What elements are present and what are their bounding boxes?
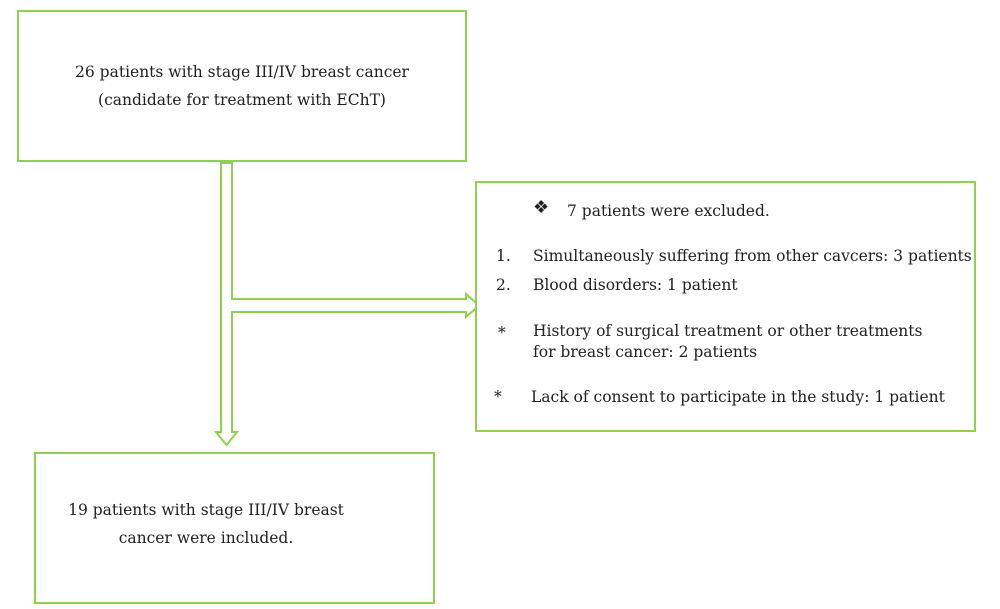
enrolled-patients-box: 26 patients with stage III/IV breast can… [17,10,467,162]
exclusion-marker-3: * [498,324,506,342]
included-patients-box: 19 patients with stage III/IV breast can… [34,452,435,604]
enrolled-line-2: (candidate for treatment with EChT) [98,91,386,109]
exclusion-marker-4: * [494,388,502,406]
right-arrow [231,291,481,320]
exclusion-item-3-line-1: History of surgical treatment or other t… [533,322,923,340]
exclusion-item-1: Simultaneously suffering from other cavc… [533,247,972,265]
included-line-2: cancer were included. [118,529,294,547]
included-line-1: 19 patients with stage III/IV breast [68,501,344,519]
excluded-heading: 7 patients were excluded. [567,202,770,220]
exclusion-item-4: Lack of consent to participate in the st… [531,388,945,406]
excluded-patients-box: ❖ 7 patients were excluded. 1. Simultane… [475,181,976,432]
exclusion-marker-2: 2. [496,276,511,294]
exclusion-item-2: Blood disorders: 1 patient [533,276,738,294]
diamond-bullet-icon: ❖ [533,197,550,218]
enrolled-line-1: 26 patients with stage III/IV breast can… [75,63,409,81]
exclusion-marker-1: 1. [496,247,511,265]
exclusion-item-3: History of surgical treatment or other t… [533,321,953,363]
exclusion-item-3-line-2: for breast cancer: 2 patients [533,343,758,361]
